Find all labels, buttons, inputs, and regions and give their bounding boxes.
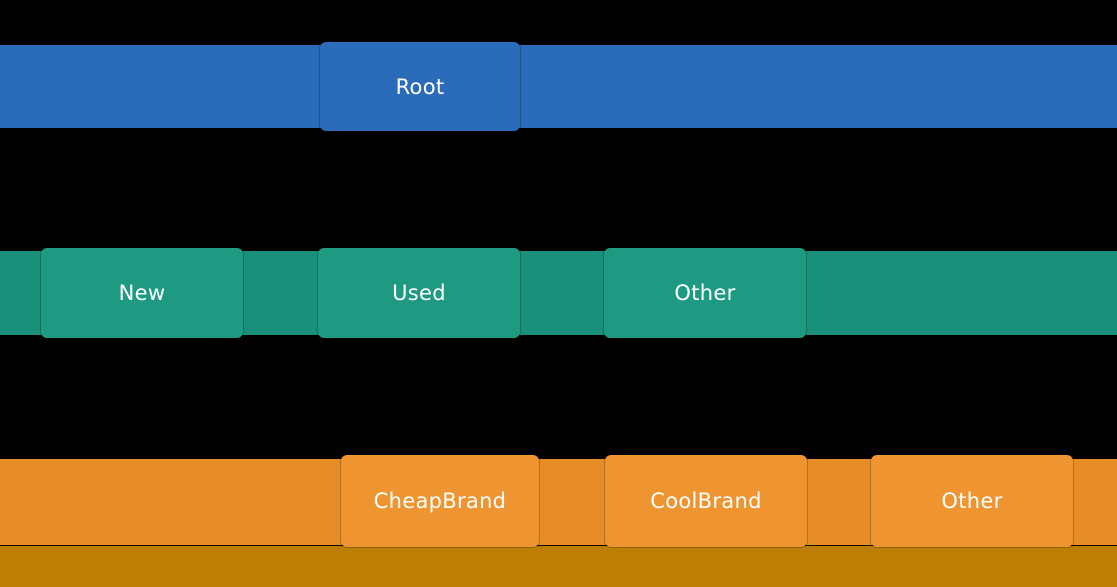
tree-node-other-level2[interactable]: Other [871,455,1073,547]
node-label-other-level1: Other [674,281,736,305]
node-label-used: Used [392,281,446,305]
tree-node-coolbrand[interactable]: CoolBrand [605,455,807,547]
truncated-level-bar [0,546,1117,587]
level-0-bar [0,45,1117,128]
tree-node-other-level1[interactable]: Other [604,248,806,338]
tree-node-new[interactable]: New [41,248,243,338]
node-label-root: Root [395,74,445,99]
tree-node-cheapbrand[interactable]: CheapBrand [341,455,539,547]
node-label-new: New [118,281,166,305]
tree-node-root[interactable]: Root [320,42,520,131]
node-label-coolbrand: CoolBrand [650,489,762,513]
node-label-cheapbrand: CheapBrand [373,489,507,513]
node-label-other-level2: Other [941,489,1003,513]
tree-node-used[interactable]: Used [318,248,520,338]
